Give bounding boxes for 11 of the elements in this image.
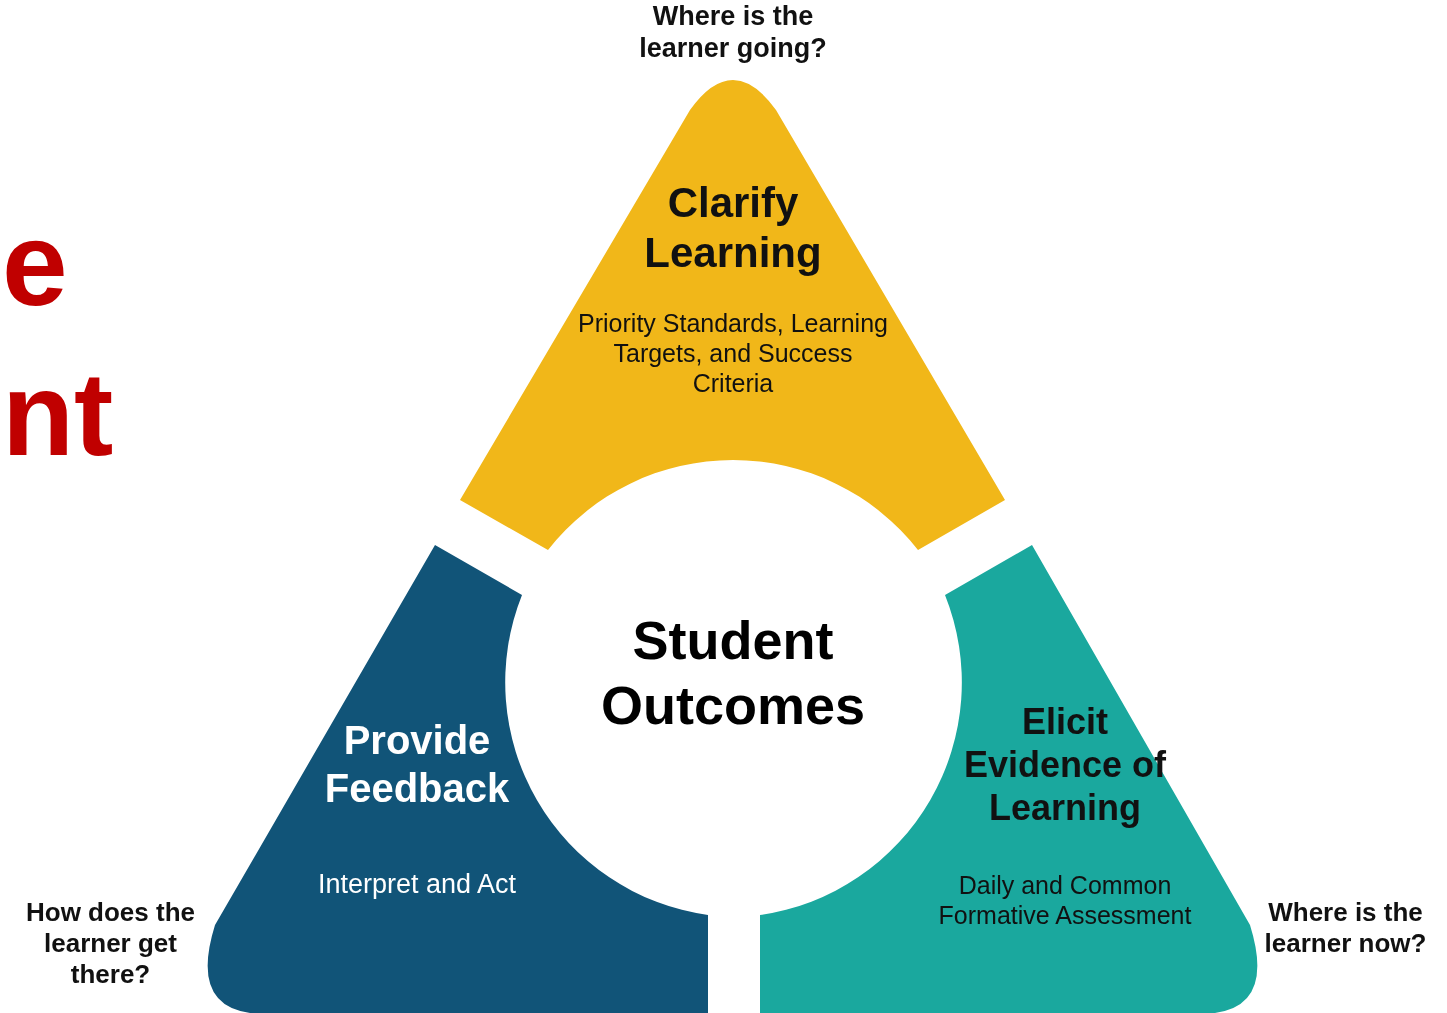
guiding-question: Where is the learner now? bbox=[1263, 897, 1428, 960]
stage-heading: Clarify Learning bbox=[643, 178, 823, 279]
title-fragment: nt bbox=[2, 355, 114, 473]
guiding-question: Where is the learner going? bbox=[638, 0, 828, 65]
stage-heading: Provide Feedback bbox=[323, 717, 511, 812]
center-title: Student Outcomes bbox=[599, 609, 867, 737]
stage-description: Daily and Common Formative Assessment bbox=[937, 870, 1193, 930]
stage-description: Priority Standards, Learning Targets, and Success Criteria bbox=[578, 308, 888, 398]
guiding-question: How does the learner get there? bbox=[25, 897, 196, 991]
stage-description: Interpret and Act bbox=[316, 868, 518, 901]
title-fragment: e bbox=[2, 205, 68, 323]
